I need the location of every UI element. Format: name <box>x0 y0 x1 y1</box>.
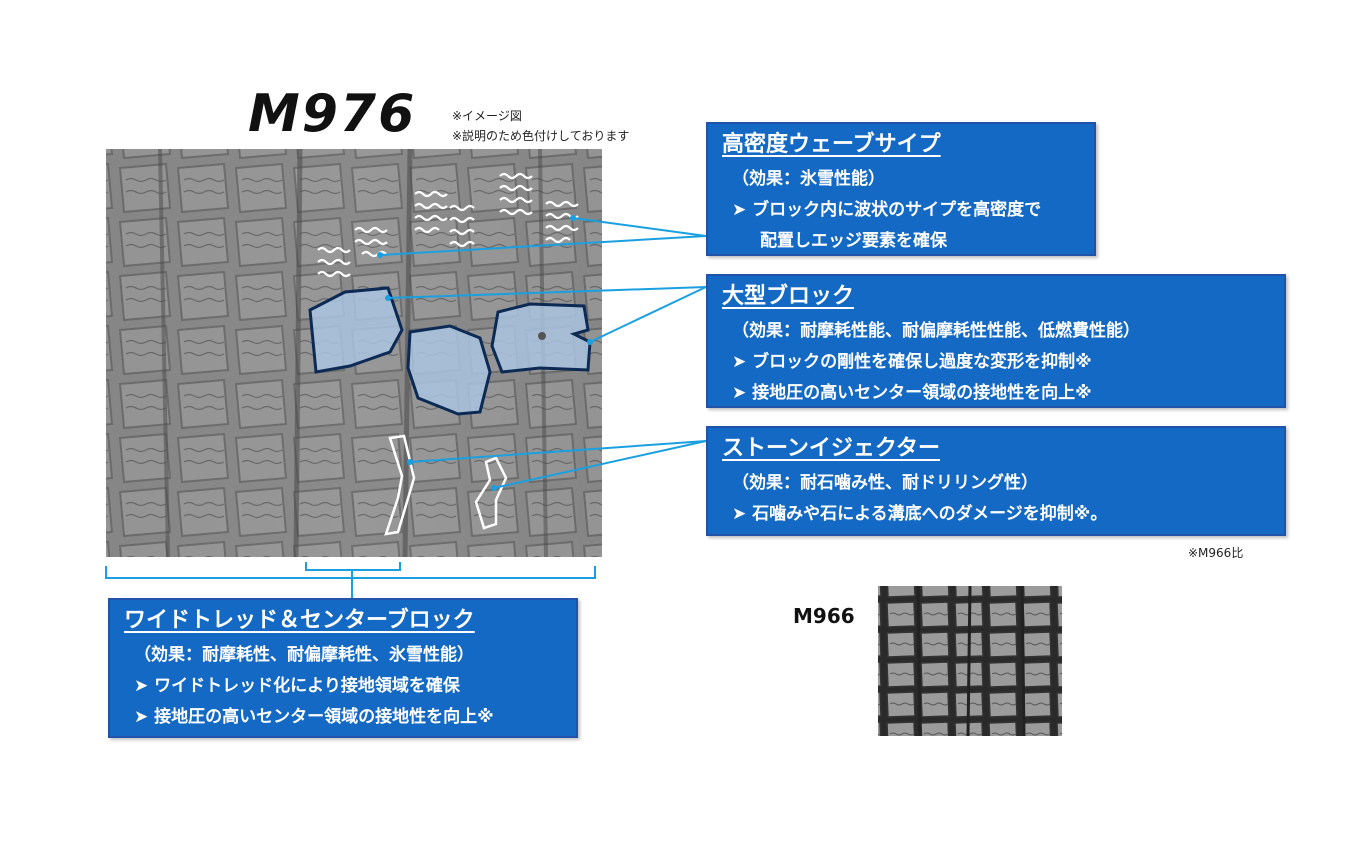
feature-box-wave-sipe: 高密度ウェーブサイプ （効果：氷雪性能） ブロック内に波状のサイプを高密度で 配… <box>706 122 1096 256</box>
feature-title: 高密度ウェーブサイプ <box>722 132 941 157</box>
feature-bullet-continuation: 配置しエッジ要素を確保 <box>760 231 947 251</box>
feature-effect: （効果：耐摩耗性、耐偏摩耗性、氷雪性能） <box>134 645 474 665</box>
feature-bullet: 接地圧の高いセンター領域の接地性を向上※ <box>722 378 1270 409</box>
feature-bullet: 接地圧の高いセンター領域の接地性を向上※ <box>124 702 562 733</box>
feature-box-wide-tread: ワイドトレッド＆センターブロック （効果：耐摩耗性、耐偏摩耗性、氷雪性能） ワイ… <box>108 598 578 738</box>
comparison-note: ※M966比 <box>1188 546 1244 560</box>
stone-ejector-outlines <box>384 434 508 536</box>
note-image: ※イメージ図 <box>452 109 522 123</box>
product-logo: M976 <box>248 84 417 144</box>
leader-lines <box>105 217 707 598</box>
note-coloring: ※説明のため色付けしております <box>452 129 630 143</box>
image-notes: ※イメージ図 ※説明のため色付けしております <box>452 106 629 146</box>
feature-effect: （効果：耐石噛み性、耐ドリリング性） <box>732 473 1038 493</box>
feature-bullet: ブロックの剛性を確保し過度な変形を抑制※ <box>722 347 1270 378</box>
feature-title: ストーンイジェクター <box>722 436 941 461</box>
m966-tread-image <box>878 585 1062 737</box>
comparison-product-label: M966 <box>793 604 855 628</box>
feature-effect: （効果：氷雪性能） <box>732 169 885 189</box>
feature-title: ワイドトレッド＆センターブロック <box>124 608 475 633</box>
feature-bullet: ワイドトレッド化により接地領域を確保 <box>124 671 562 702</box>
feature-bullet: 石噛みや石による溝底へのダメージを抑制※。 <box>722 499 1270 530</box>
feature-effect: （効果：耐摩耗性能、耐偏摩耗性性能、低燃費性能） <box>732 321 1140 341</box>
feature-box-stone-ejector: ストーンイジェクター （効果：耐石噛み性、耐ドリリング性） 石噛みや石による溝底… <box>706 426 1286 536</box>
feature-title: 大型ブロック <box>722 284 855 309</box>
wave-sipe-marks <box>317 172 579 278</box>
feature-box-large-block: 大型ブロック （効果：耐摩耗性能、耐偏摩耗性性能、低燃費性能） ブロックの剛性を… <box>706 274 1286 408</box>
feature-bullet: ブロック内に波状のサイプを高密度で <box>722 195 1080 226</box>
